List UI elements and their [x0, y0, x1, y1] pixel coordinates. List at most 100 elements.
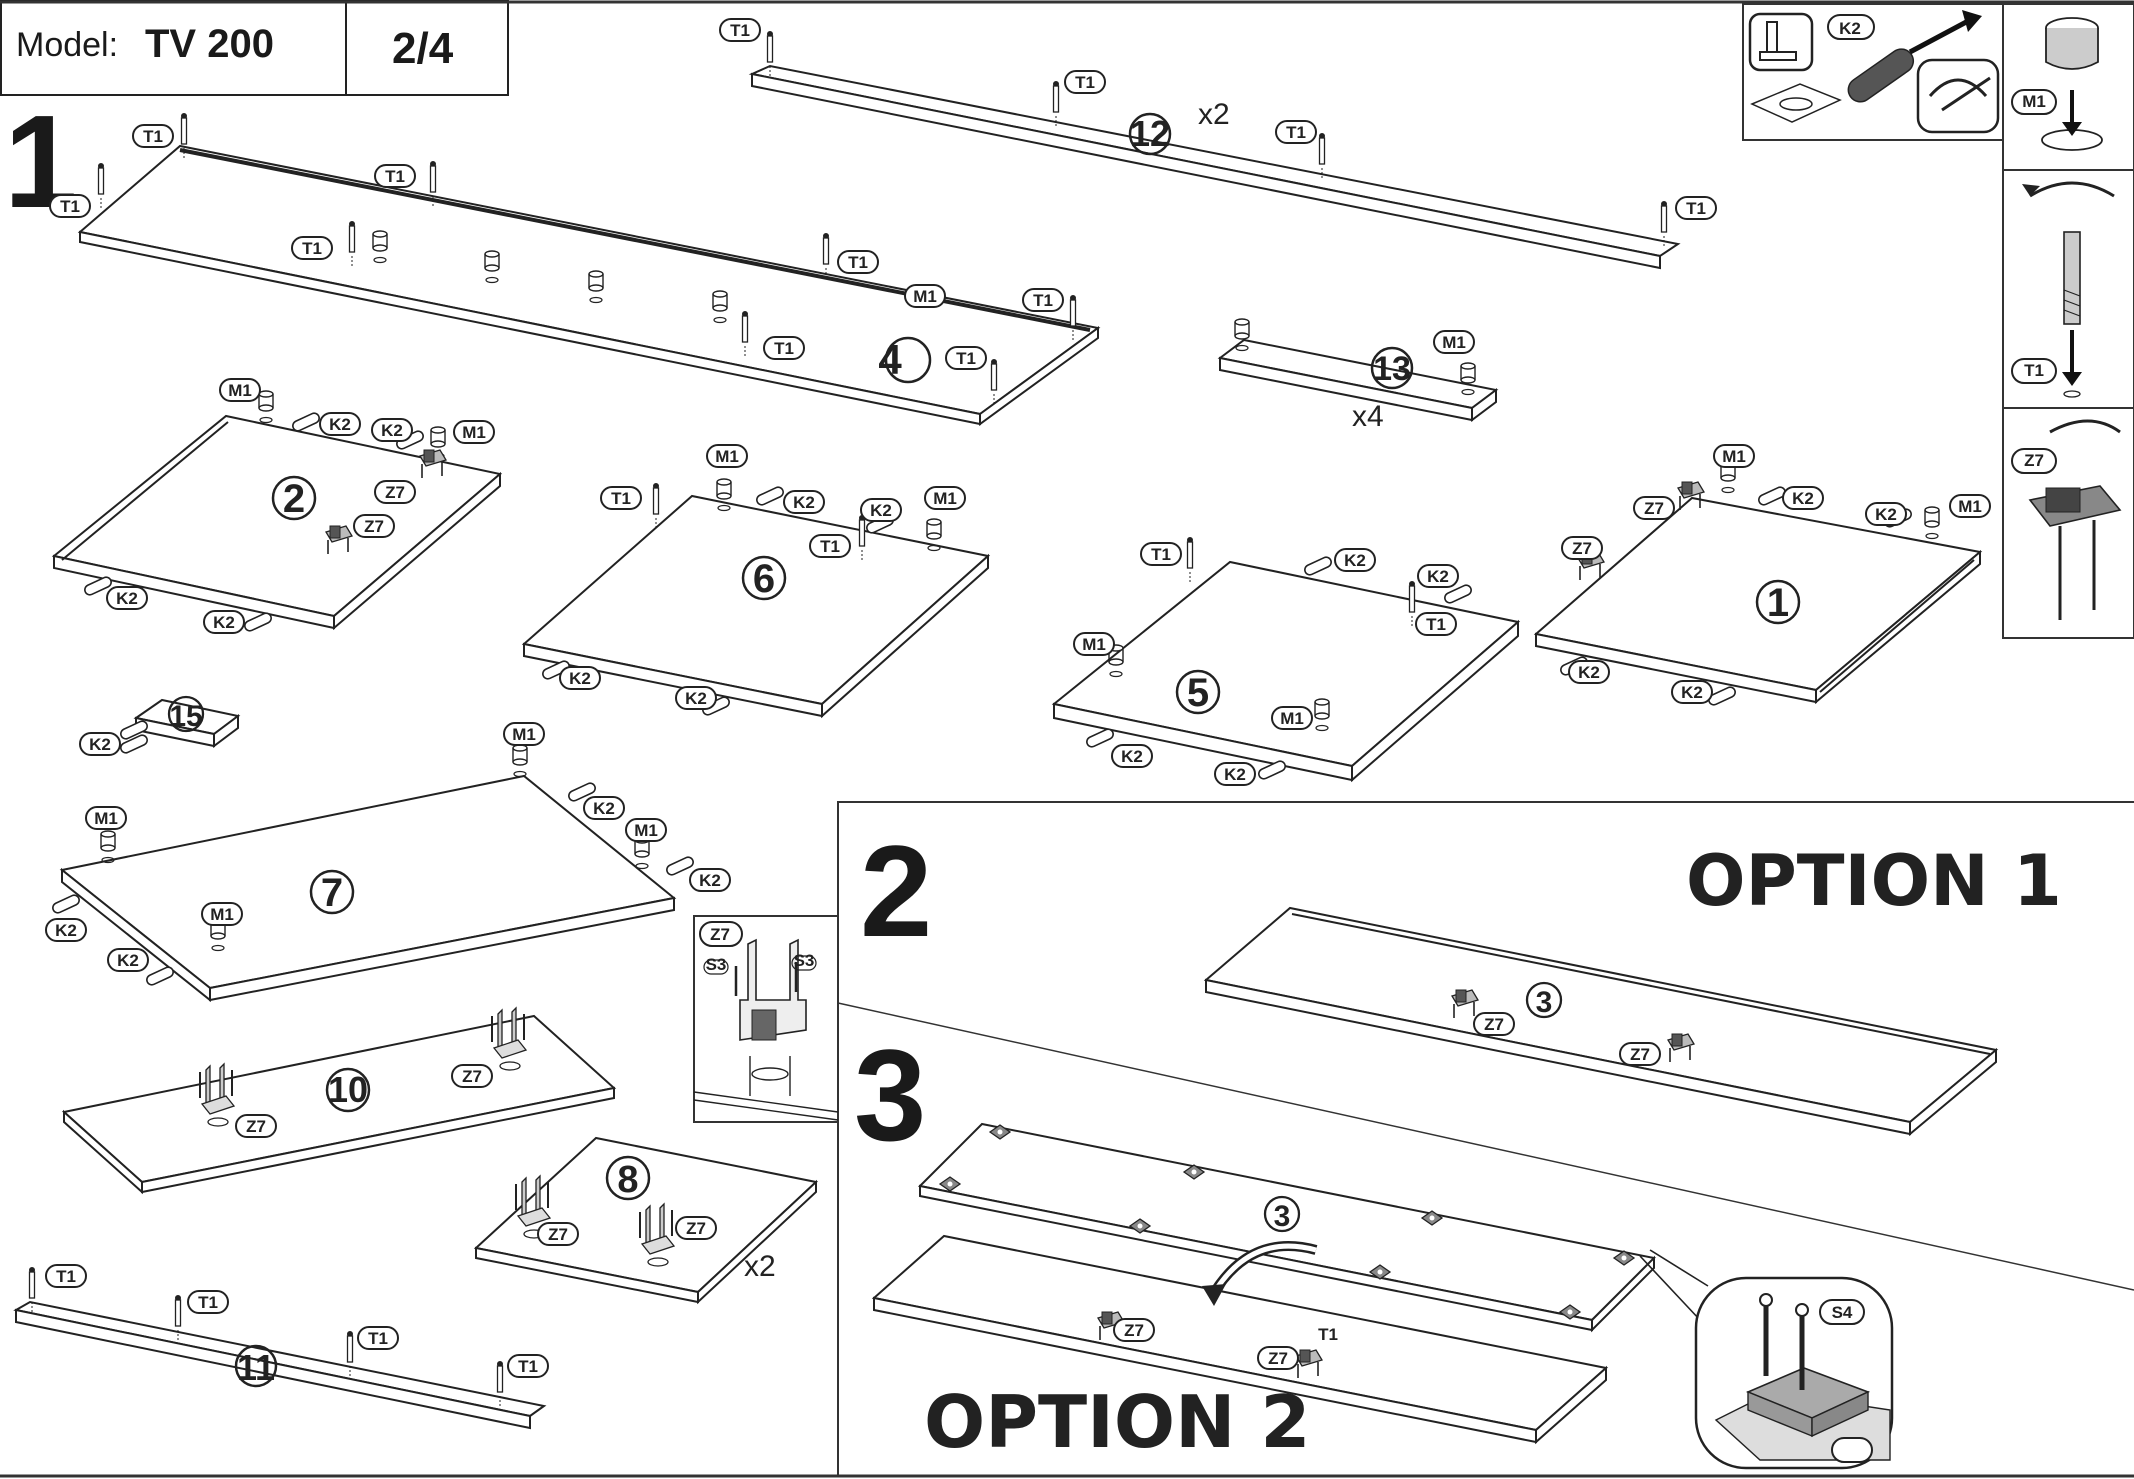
m1-tag-outline — [1271, 706, 1313, 730]
t1-tag-label: T1 — [1075, 73, 1095, 92]
page-number: 2/4 — [392, 24, 454, 73]
m1-tag-outline — [85, 806, 127, 830]
k2-tag-outline — [203, 610, 245, 634]
m1-tag-outline — [1073, 632, 1115, 656]
part-5-number: 5 — [1187, 671, 1209, 715]
z7-tag-outline — [1561, 536, 1603, 560]
k2-tag-outline — [319, 412, 361, 436]
part-12-panel: 12 — [748, 30, 1681, 270]
m1-tag-label: M1 — [634, 821, 658, 840]
part-15-number: 15 — [169, 700, 202, 733]
part-7-number: 7 — [321, 871, 343, 915]
t1-tag-outline — [1140, 542, 1182, 566]
m1-tag-label: M1 — [94, 809, 118, 828]
m1-tag-label: M1 — [1082, 635, 1106, 654]
z7-tag-label: Z7 — [462, 1067, 482, 1086]
t1-tag-label: T1 — [385, 167, 405, 186]
k2-tag-label: K2 — [89, 735, 111, 754]
t1-tag-label: T1 — [730, 21, 750, 40]
m1-tag-label: M1 — [1722, 447, 1746, 466]
z7-tag-label: Z7 — [246, 1117, 266, 1136]
part-2-number: 2 — [283, 477, 305, 521]
m1-fitting-label: M1 — [2022, 92, 2046, 111]
k2-tag-label: K2 — [870, 501, 892, 520]
z7-tag-outline — [1473, 1012, 1515, 1036]
qty-part-12: x2 — [1198, 98, 1230, 131]
k2-tag-outline — [1111, 744, 1153, 768]
part-2-panel: 2 — [51, 390, 503, 634]
m1-tag-outline — [219, 378, 261, 402]
m1-tag-outline — [1713, 444, 1755, 468]
k2-tag-label: K2 — [1681, 683, 1703, 702]
k2-tag-label: K2 — [381, 421, 403, 440]
k2-fitting-label: K2 — [1839, 19, 1861, 38]
model-value: TV 200 — [145, 22, 274, 66]
m1-tag-label: M1 — [1958, 497, 1982, 516]
k2-tag-outline — [675, 686, 717, 710]
t1-tag-label: T1 — [1686, 199, 1706, 218]
z7-tag-label: Z7 — [686, 1219, 706, 1238]
k2-tag-label: K2 — [793, 493, 815, 512]
option-1-panel-3: 3 — [1203, 906, 1999, 1137]
t1-tag-label: T1 — [1426, 615, 1446, 634]
t1-tag-outline — [1675, 196, 1717, 220]
z7-tag-label: Z7 — [385, 483, 405, 502]
model-label: Model: — [16, 26, 119, 64]
z7-detail-label: Z7 — [710, 925, 730, 944]
option-2-bottom-panel: 3 T1 — [871, 1195, 1609, 1445]
m1-tag-label: M1 — [1442, 333, 1466, 352]
part-10-panel: 10 — [61, 1007, 617, 1195]
t1-tag-label: T1 — [518, 1357, 538, 1376]
t1-tag-outline — [132, 124, 174, 148]
k2-tag-outline — [860, 498, 902, 522]
k2-tag-outline — [1782, 486, 1824, 510]
page-box — [345, 0, 509, 96]
t1-tag-outline — [600, 486, 642, 510]
z7-tag-outline — [1619, 1042, 1661, 1066]
k2-tag-outline — [106, 586, 148, 610]
k2-tag-label: K2 — [1121, 747, 1143, 766]
t1-tag-outline — [291, 236, 333, 260]
part-4-panel: 4 — [77, 112, 1101, 426]
t1-tag-outline — [809, 534, 851, 558]
k2-tag-outline — [583, 796, 625, 820]
k2-tag-outline — [107, 948, 149, 972]
part-4-number: 4 — [878, 336, 902, 383]
part-13-number: 13 — [1373, 350, 1411, 388]
t1-tag-label: T1 — [774, 339, 794, 358]
m1-tag-outline — [904, 284, 946, 308]
m1-tag-outline — [453, 420, 495, 444]
k2-tag-outline — [45, 918, 87, 942]
z7-tag-label: Z7 — [1630, 1045, 1650, 1064]
k2-tag-outline — [689, 868, 731, 892]
s3-left-label: S3 — [706, 955, 727, 974]
k2-tag-outline — [1214, 762, 1256, 786]
m1-tag-outline — [1949, 494, 1991, 518]
t1-tag-label: T1 — [820, 537, 840, 556]
option-1-title: OPTION 1 — [1686, 840, 2062, 922]
z7-tag-label: Z7 — [1484, 1015, 1504, 1034]
z7-tag-outline — [1633, 496, 1675, 520]
k2-tag-label: K2 — [1792, 489, 1814, 508]
m1-tag-label: M1 — [913, 287, 937, 306]
z7-tag-outline — [537, 1222, 579, 1246]
t1-tag-label: T1 — [143, 127, 163, 146]
part-7-panel: 7 — [50, 744, 696, 1003]
part-11-panel: 11 — [13, 1266, 547, 1430]
t1-tag-label: T1 — [1286, 123, 1306, 142]
t1-tag-outline — [1064, 70, 1106, 94]
cam-instruction-panel: K2 M1 T1 Z7 — [1742, 3, 2134, 639]
z7-tag-outline — [374, 480, 416, 504]
t1-tag-label: T1 — [1151, 545, 1171, 564]
t1-tag-outline — [374, 164, 416, 188]
z7-tag-outline — [1113, 1318, 1155, 1342]
m1-tag-label: M1 — [228, 381, 252, 400]
t1-tag-label: T1 — [302, 239, 322, 258]
k2-tag-outline — [1671, 680, 1713, 704]
t1-tag-outline — [763, 336, 805, 360]
part-1-panel: 1 — [1533, 460, 1983, 708]
k2-tag-outline — [1334, 548, 1376, 572]
t1-tag-label: T1 — [56, 1267, 76, 1286]
z7-tag-outline — [353, 514, 395, 538]
